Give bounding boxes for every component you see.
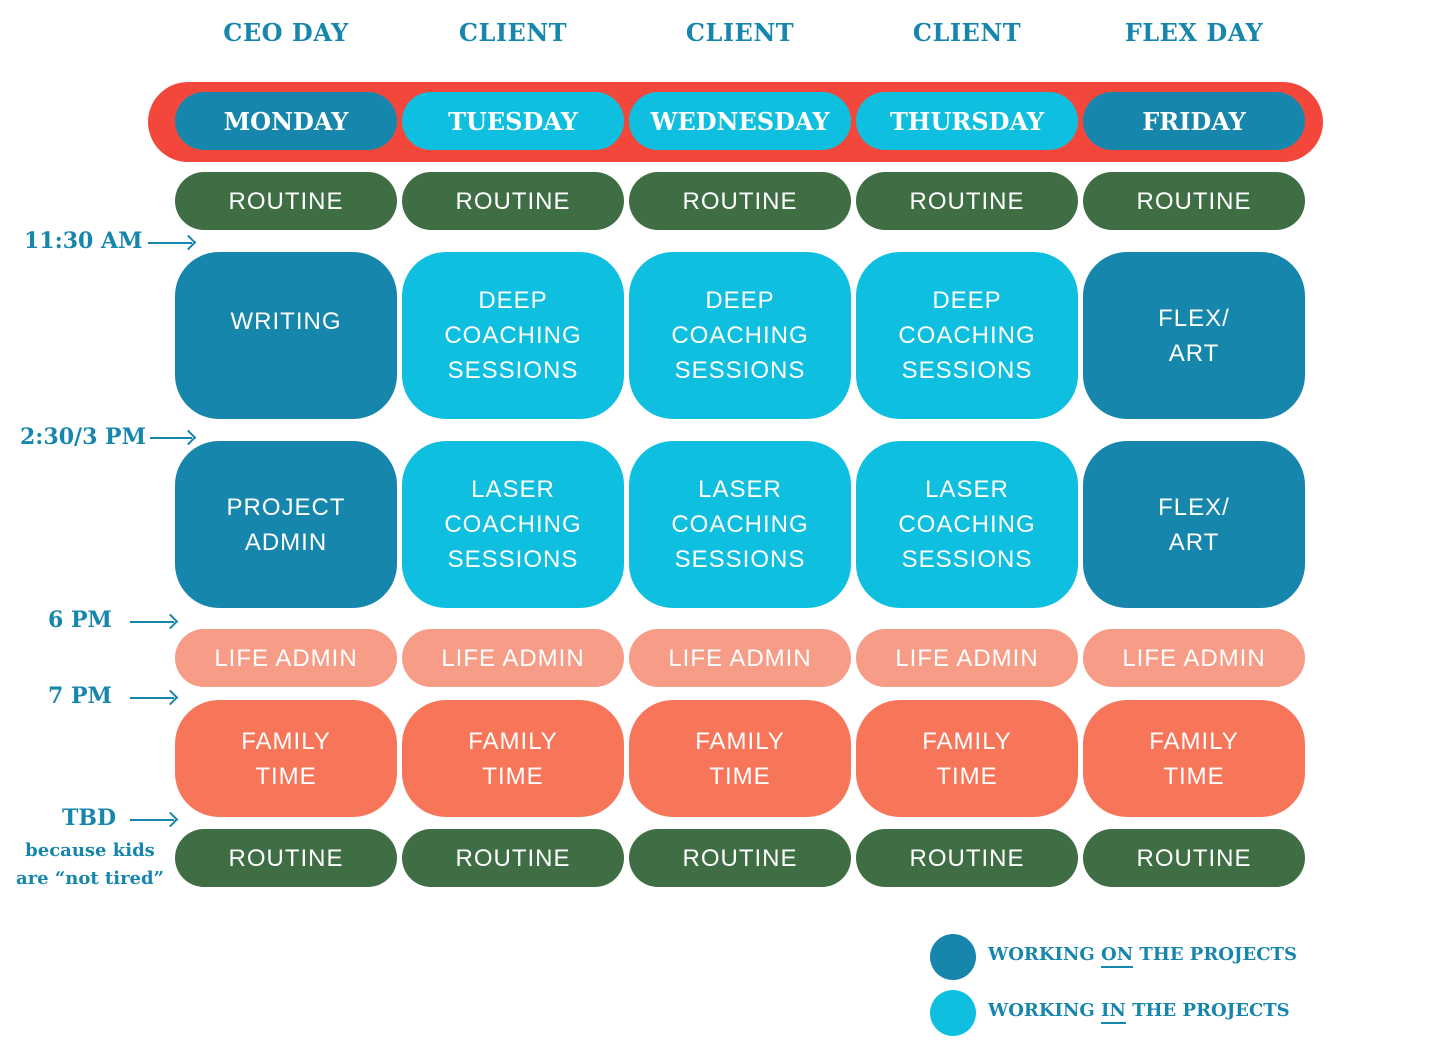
block1-tuesday: DEEP COACHING SESSIONS <box>402 252 624 419</box>
routine-bottom-monday: ROUTINE <box>175 829 397 887</box>
arrow-230pm <box>150 437 192 439</box>
time-label-7pm: 7 PM <box>48 683 112 709</box>
life-admin-wednesday: LIFE ADMIN <box>629 629 851 687</box>
family-time-friday: FAMILY TIME <box>1083 700 1305 817</box>
arrow-1130am <box>148 242 192 244</box>
routine-bottom-thursday: ROUTINE <box>856 829 1078 887</box>
legend-label-in-projects: WORKING IN THE PROJECTS <box>988 1000 1290 1024</box>
routine-top-tuesday: ROUTINE <box>402 172 624 230</box>
time-label-tbd: TBD <box>62 805 117 831</box>
day-type-friday: FLEX DAY <box>1124 18 1264 47</box>
block1-thursday: DEEP COACHING SESSIONS <box>856 252 1078 419</box>
block2-tuesday: LASER COACHING SESSIONS <box>402 441 624 608</box>
life-admin-thursday: LIFE ADMIN <box>856 629 1078 687</box>
legend-label-on-projects: WORKING ON THE PROJECTS <box>988 944 1297 968</box>
day-header-monday: MONDAY <box>175 92 397 150</box>
family-time-tuesday: FAMILY TIME <box>402 700 624 817</box>
routine-top-monday: ROUTINE <box>175 172 397 230</box>
family-time-thursday: FAMILY TIME <box>856 700 1078 817</box>
legend-swatch-in-projects <box>930 990 976 1036</box>
family-time-monday: FAMILY TIME <box>175 700 397 817</box>
legend-swatch-on-projects <box>930 934 976 980</box>
life-admin-friday: LIFE ADMIN <box>1083 629 1305 687</box>
routine-bottom-wednesday: ROUTINE <box>629 829 851 887</box>
routine-top-thursday: ROUTINE <box>856 172 1078 230</box>
tbd-note: because kids are “not tired” <box>16 840 164 889</box>
time-label-1130am: 11:30 AM <box>24 228 143 254</box>
day-header-thursday: THURSDAY <box>856 92 1078 150</box>
block2-wednesday: LASER COACHING SESSIONS <box>629 441 851 608</box>
life-admin-monday: LIFE ADMIN <box>175 629 397 687</box>
routine-bottom-friday: ROUTINE <box>1083 829 1305 887</box>
arrow-tbd <box>130 819 174 821</box>
life-admin-tuesday: LIFE ADMIN <box>402 629 624 687</box>
day-type-monday: CEO DAY <box>223 18 349 47</box>
block2-monday: PROJECT ADMIN <box>175 441 397 608</box>
routine-top-friday: ROUTINE <box>1083 172 1305 230</box>
day-header-tuesday: TUESDAY <box>402 92 624 150</box>
family-time-wednesday: FAMILY TIME <box>629 700 851 817</box>
time-label-230pm: 2:30/3 PM <box>20 424 146 450</box>
day-header-wednesday: WEDNESDAY <box>629 92 851 150</box>
day-type-thursday: CLIENT <box>912 18 1022 47</box>
day-type-tuesday: CLIENT <box>458 18 568 47</box>
block2-thursday: LASER COACHING SESSIONS <box>856 441 1078 608</box>
block1-monday: WRITING <box>175 252 397 419</box>
time-label-6pm: 6 PM <box>48 607 112 633</box>
arrow-6pm <box>130 621 174 623</box>
block1-wednesday: DEEP COACHING SESSIONS <box>629 252 851 419</box>
routine-bottom-tuesday: ROUTINE <box>402 829 624 887</box>
arrow-7pm <box>130 697 174 699</box>
routine-top-wednesday: ROUTINE <box>629 172 851 230</box>
block2-friday: FLEX/ ART <box>1083 441 1305 608</box>
day-header-friday: FRIDAY <box>1083 92 1305 150</box>
block1-friday: FLEX/ ART <box>1083 252 1305 419</box>
day-type-wednesday: CLIENT <box>685 18 795 47</box>
